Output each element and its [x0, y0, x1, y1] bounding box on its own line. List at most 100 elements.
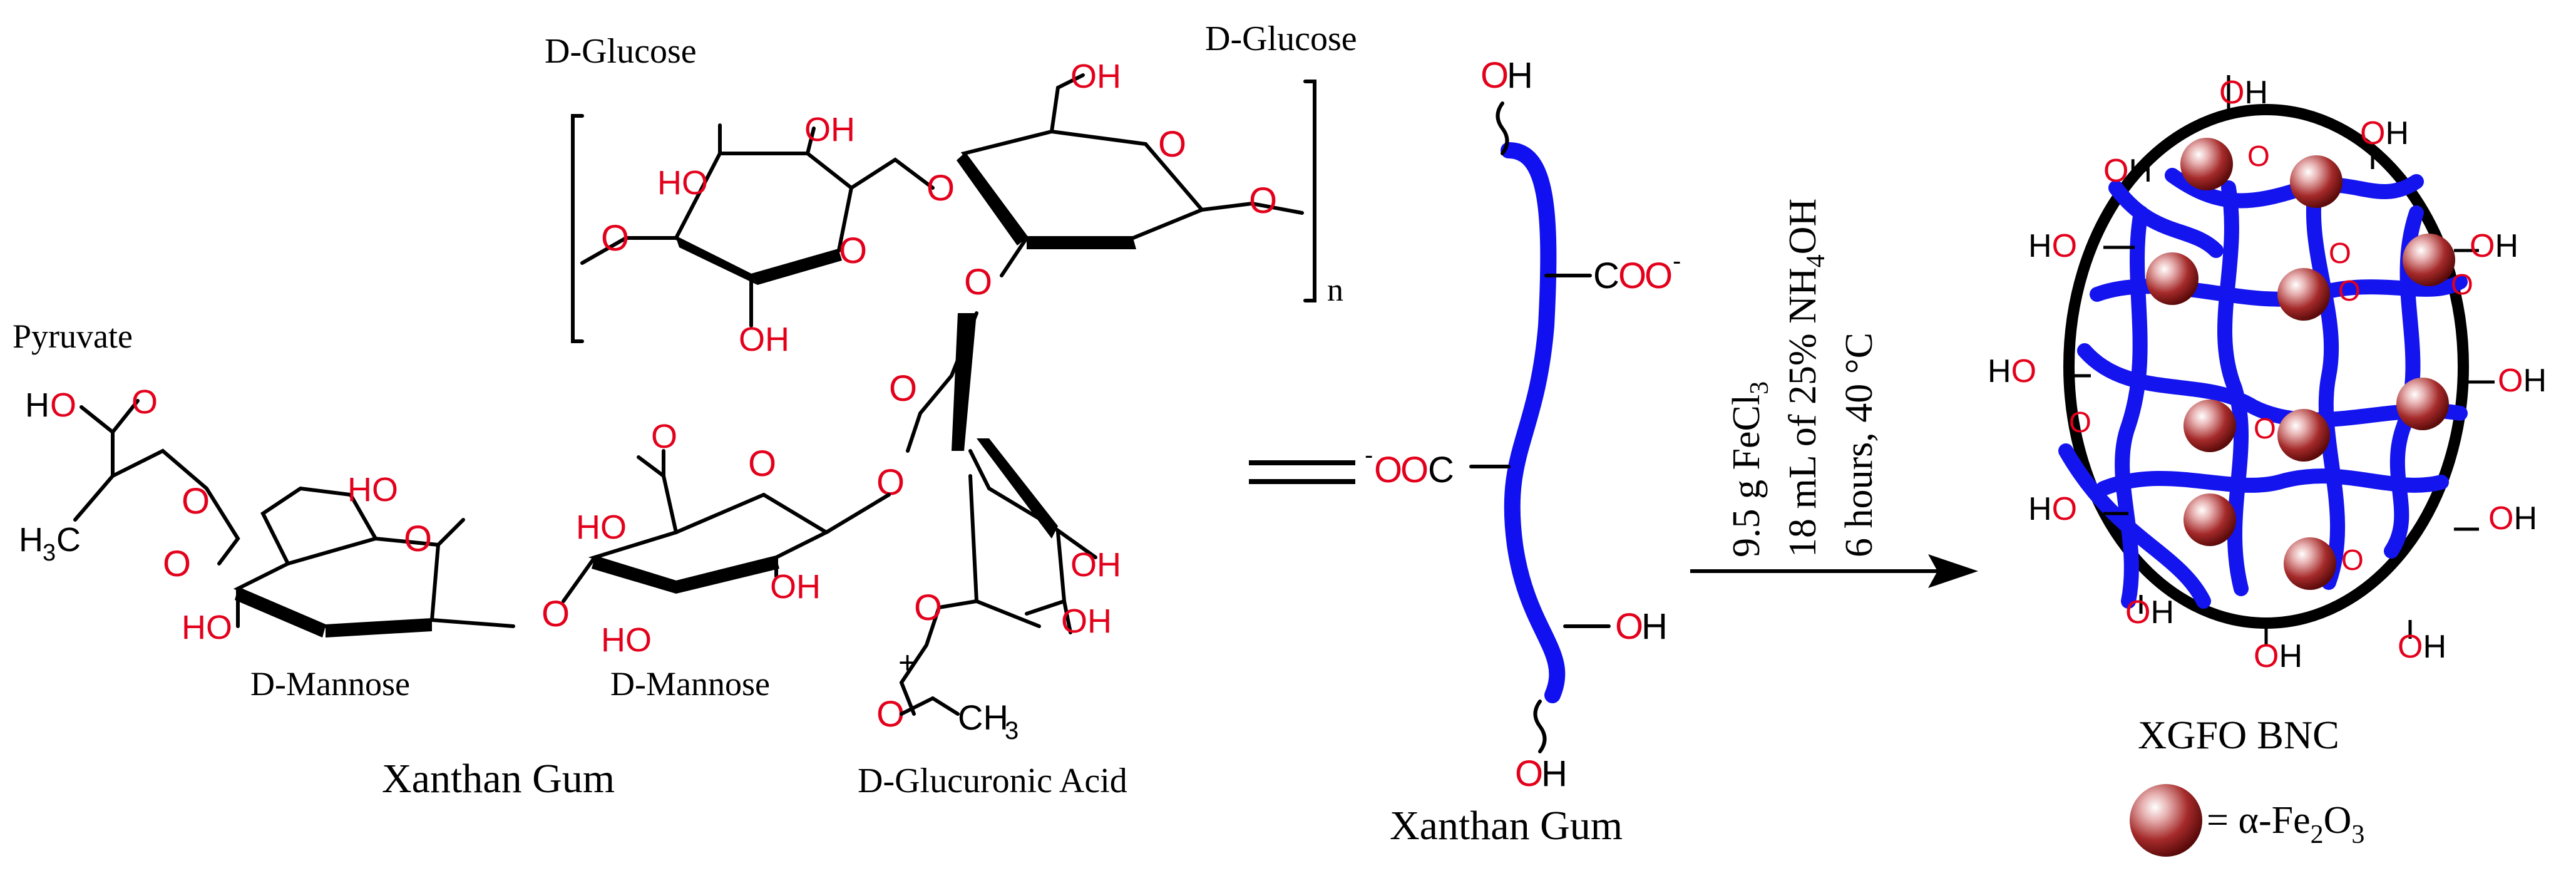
chain-oh-right-h: H: [1641, 606, 1668, 647]
xgfo-bnc: [2058, 75, 2495, 645]
label-d-glucose-right: D-Glucose: [1205, 19, 1357, 58]
o-g1-link: O: [601, 218, 629, 259]
label-d-mannose-2: D-Mannose: [610, 665, 770, 703]
fe2o3-particle-1: [2180, 138, 2233, 190]
glucuronic-ring: [562, 449, 891, 603]
svg-text:OH: OH: [2470, 228, 2518, 264]
xanthan-structure: n D-Glucose D-Glucose Pyruvate D-Mannose…: [13, 19, 1357, 802]
cond-3: 6 hours, 40 °C: [1838, 333, 1881, 557]
oh-g1-top: OH: [804, 111, 855, 148]
o-mannose-ring: O: [404, 519, 432, 559]
svg-text:O: O: [2329, 237, 2351, 269]
fe2o3-particle-8: [2396, 378, 2449, 430]
wavy-top: [1496, 101, 1509, 155]
plus-sign: +: [898, 645, 916, 680]
svg-text:OH: OH: [2254, 638, 2302, 674]
legend-particle: [2130, 784, 2202, 857]
fe2o3-particle-3: [2146, 252, 2199, 305]
chain-ooc-o1: O: [1374, 450, 1402, 490]
left-bracket: [571, 114, 584, 343]
chain-coo-minus: -: [1673, 247, 1681, 275]
oh-side-1: OH: [1070, 546, 1121, 584]
svg-text:OH: OH: [2360, 115, 2409, 152]
fe2o3-particle-5: [2403, 234, 2455, 286]
oh-g1-bottom: OH: [739, 321, 789, 358]
o-g2-link: O: [1249, 180, 1277, 221]
svg-text:18 mL of 25% NH4OH: 18 mL of 25% NH4OH: [1782, 199, 1830, 557]
chain-oh-top-h: H: [1507, 55, 1533, 96]
svg-text:O: O: [2451, 268, 2473, 301]
svg-text:HO: HO: [2028, 228, 2077, 264]
svg-text:OH: OH: [2125, 594, 2174, 631]
ho-pyruvate-h: H: [25, 386, 49, 424]
oh-side-2: OH: [1061, 602, 1112, 640]
svg-text:OH: OH: [2488, 500, 2537, 537]
svg-text:O: O: [2069, 406, 2091, 438]
reaction-arrow: [1690, 554, 1978, 588]
equals-sign: [1249, 460, 1355, 484]
ho-acid-bottom: HO: [601, 621, 652, 659]
o-side-3: O: [914, 587, 942, 628]
fe2o3-particle-2: [2290, 155, 2343, 208]
ch3-acetyl-sub: 3: [1005, 717, 1019, 745]
svg-text:O: O: [2247, 140, 2270, 172]
o-acid-top: O: [651, 418, 677, 455]
right-bracket: [1303, 80, 1316, 302]
chain-backbone: [1501, 142, 1566, 703]
ho-g1: HO: [657, 164, 708, 202]
svg-text:OH: OH: [2398, 629, 2446, 665]
oh-g2-top: OH: [1070, 58, 1121, 95]
o-side-2: O: [876, 462, 905, 503]
side-ring-upper: [899, 311, 1097, 716]
mannose-ring: [73, 399, 515, 638]
chain-oh-bottom-h: H: [1541, 753, 1568, 794]
o-acetal-1: O: [182, 481, 210, 522]
oh-acid-right: OH: [770, 568, 821, 606]
svg-text:OH: OH: [2498, 363, 2547, 399]
cond-2a: 18 mL of 25% NH: [1782, 267, 1824, 557]
fe2o3-particle-7: [2277, 409, 2330, 462]
chain-oh-top-o: O: [1480, 55, 1509, 96]
svg-text:9.5 g FeCl3: 9.5 g FeCl3: [1725, 381, 1774, 557]
svg-text:OH: OH: [2219, 75, 2268, 111]
ho-mannose: HO: [347, 471, 398, 509]
chain-coo-c: C: [1593, 256, 1619, 296]
label-pyruvate: Pyruvate: [13, 318, 133, 355]
reaction-conditions: 9.5 g FeCl3 18 mL of 25% NH4OH 6 hours, …: [1725, 199, 1881, 557]
ch3-acetyl: CH: [958, 698, 1008, 737]
bnc-surface-groups: OH OH OH HO OH HO OH HO OH OH OH OH O O …: [1988, 75, 2547, 674]
glucose-ring-2: [957, 73, 1304, 277]
label-d-glucuronic-acid: D-Glucuronic Acid: [858, 762, 1127, 800]
svg-text:HO: HO: [2028, 491, 2077, 527]
ho-mannose-bottom: HO: [182, 609, 232, 646]
o-side-1: O: [889, 368, 917, 409]
fe2o3-particle-10: [2284, 537, 2336, 590]
fe2o3-particle-6: [2183, 400, 2236, 452]
ho-acid: HO: [576, 509, 627, 546]
chain-ooc-c: C: [1428, 450, 1454, 490]
o-pyruvate: O: [131, 383, 158, 421]
chain-ooc-minus: -: [1365, 442, 1373, 469]
o-acid-ring: O: [748, 443, 776, 484]
legend-text: = α-Fe2O3: [2207, 799, 2364, 849]
svg-text:O: O: [2341, 544, 2364, 576]
label-d-mannose-1: D-Mannose: [250, 665, 410, 703]
label-xanthan-gum-chain: Xanthan Gum: [1390, 803, 1623, 849]
o-g2-ring: O: [1158, 124, 1186, 165]
cond-1a: 9.5 g FeCl: [1725, 395, 1768, 557]
chain-coo-oo2: O: [1645, 256, 1673, 296]
repeat-n: n: [1327, 272, 1343, 308]
chain-oh-right-o: O: [1615, 606, 1643, 647]
o-g2-down: O: [964, 262, 992, 302]
label-d-glucose-left: D-Glucose: [545, 32, 697, 71]
h3c-h: H: [19, 521, 43, 559]
fe2o3-particle-4: [2277, 268, 2330, 321]
svg-text:O: O: [2254, 412, 2276, 445]
svg-text:HO: HO: [1988, 353, 2036, 390]
svg-text:OH: OH: [2103, 153, 2152, 189]
label-xgfo-bnc: XGFO BNC: [2138, 713, 2339, 757]
chain-ooc-o2: O: [1400, 450, 1429, 490]
o-link-m1-acid: O: [541, 594, 570, 634]
cond-2b: OH: [1782, 199, 1824, 255]
